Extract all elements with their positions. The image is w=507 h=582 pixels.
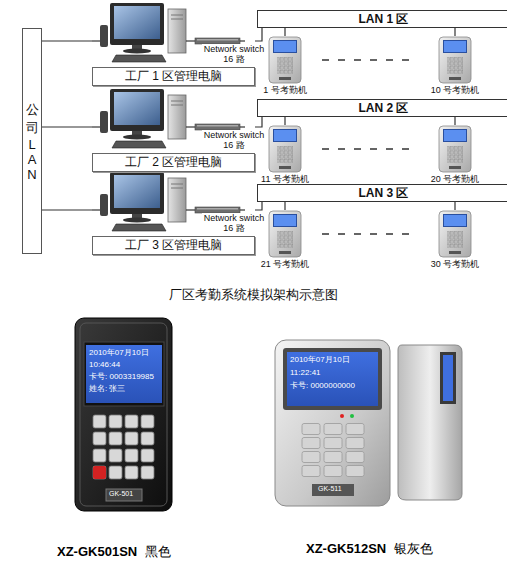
terminal-icon-shape	[269, 211, 301, 257]
network-cable	[42, 209, 92, 210]
terminal-icon	[268, 125, 302, 173]
model-number: XZ-GK512SN	[306, 541, 386, 557]
node-label: LAN 3 区	[258, 185, 507, 201]
black-terminal-photo	[75, 318, 172, 511]
lan-zone-band: LAN 3 区	[257, 184, 507, 202]
network-cable	[255, 28, 262, 41]
terminal-label-holder: 30 号考勤机	[431, 259, 480, 270]
model-number: XZ-GK501SN	[57, 544, 137, 560]
vertical-label: 公司LAN	[26, 101, 39, 182]
terminal-label-holder: 20 号考勤机	[431, 174, 480, 185]
network-cable	[454, 117, 455, 125]
model-plate-text: GK-501	[109, 490, 133, 498]
lan-zone-band: LAN 1 区	[257, 10, 507, 28]
terminal-icon	[438, 125, 472, 173]
label-box: 工厂 3 区管理电脑	[92, 236, 255, 255]
terminal-icon-shape	[439, 211, 471, 257]
screen-text: 2010年07月10日	[290, 355, 350, 365]
terminal-icon-shape	[269, 37, 301, 83]
terminal-label: 30 号考勤机	[431, 259, 480, 270]
model-plate-text: GK-511	[318, 485, 342, 493]
terminal-label: 1 号考勤机	[263, 85, 307, 96]
terminal-label-holder: 11 号考勤机	[261, 174, 309, 185]
lan-bus-bar: 公司LAN	[22, 28, 42, 254]
silver-terminal-photo	[275, 340, 390, 506]
terminal-label: 21 号考勤机	[261, 259, 310, 270]
network-cable	[284, 28, 285, 36]
terminal-label: 11 号考勤机	[261, 174, 309, 185]
terminal-icon	[438, 36, 472, 84]
node-label: 工厂 2 区管理电脑	[93, 154, 254, 171]
attendance-terminal: 10 号考勤机	[428, 36, 483, 98]
color-name: 黑色	[145, 544, 171, 560]
silver-terminal-side-photo	[398, 345, 462, 500]
label-box: 工厂 2 区管理电脑	[92, 153, 255, 172]
node-label: LAN 2 区	[258, 100, 507, 116]
diagram-caption: 厂区考勤系统模拟架构示意图	[0, 286, 507, 304]
network-cable	[255, 202, 262, 210]
terminal-icon-shape	[269, 126, 301, 172]
attendance-terminal: 20 号考勤机	[428, 125, 483, 187]
switch-label: Network switch 16 路	[202, 44, 266, 64]
screen-text: 卡号: 0003319985	[89, 372, 154, 382]
node-label: 工厂 3 区管理电脑	[93, 237, 254, 254]
terminal-icon	[268, 36, 302, 84]
terminal-label: 10 号考勤机	[431, 85, 480, 96]
network-cable	[284, 117, 285, 125]
terminal-label-holder: 21 号考勤机	[261, 259, 310, 270]
switch-label: Network switch 16 路	[202, 130, 266, 150]
switch-label: Network switch 16 路	[202, 213, 266, 233]
ellipsis-dashes	[322, 60, 418, 234]
label-box: 工厂 1 区管理电脑	[92, 67, 255, 86]
terminal-icon-shape	[439, 126, 471, 172]
network-cable	[42, 40, 92, 41]
network-cable	[42, 126, 92, 127]
network-cable	[255, 117, 262, 127]
lan-zone-band: LAN 2 区	[257, 99, 507, 117]
color-name: 银灰色	[394, 541, 433, 557]
terminal-icon	[438, 210, 472, 258]
terminal-icon-shape	[439, 37, 471, 83]
terminal-label-holder: 10 号考勤机	[431, 85, 480, 96]
screen-text: 卡号: 0000000000	[290, 381, 355, 391]
terminal-label: 20 号考勤机	[431, 174, 480, 185]
node-label: LAN 1 区	[258, 11, 507, 27]
network-cable	[284, 202, 285, 210]
node-label: 工厂 1 区管理电脑	[93, 68, 254, 85]
screen-text: 10:46:44	[89, 360, 120, 370]
screen-text: 11:22:41	[290, 368, 321, 378]
screen-text: 2010年07月10日	[89, 348, 149, 358]
network-cable	[454, 28, 455, 36]
network-cable	[454, 202, 455, 210]
attendance-terminal: 1 号考勤机	[260, 36, 310, 98]
terminal-icon	[268, 210, 302, 258]
screen-text: 姓名: 张三	[89, 384, 125, 394]
attendance-terminal: 11 号考勤机	[258, 125, 312, 187]
attendance-terminal: 30 号考勤机	[428, 210, 483, 272]
terminal-label-holder: 1 号考勤机	[263, 85, 307, 96]
